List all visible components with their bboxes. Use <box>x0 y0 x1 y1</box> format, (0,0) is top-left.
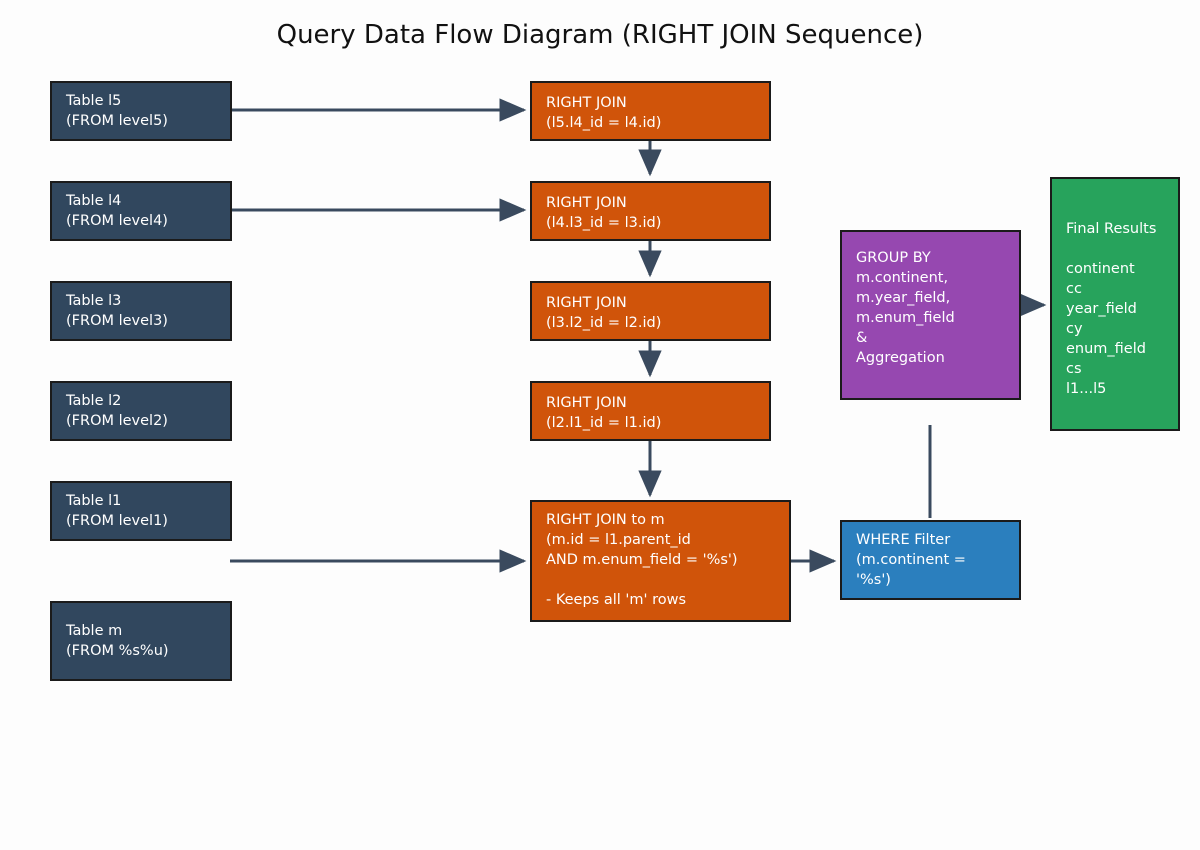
node-group-by[interactable]: GROUP BY m.continent, m.year_field, m.en… <box>840 230 1021 400</box>
node-final-results[interactable]: Final Results continent cc year_field cy… <box>1050 177 1180 431</box>
node-table-m[interactable]: Table m (FROM %s%u) <box>50 601 232 681</box>
node-table-l3[interactable]: Table l3 (FROM level3) <box>50 281 232 341</box>
node-join-l3-l2[interactable]: RIGHT JOIN (l3.l2_id = l2.id) <box>530 281 771 341</box>
node-table-l5[interactable]: Table l5 (FROM level5) <box>50 81 232 141</box>
node-join-l4-l3[interactable]: RIGHT JOIN (l4.l3_id = l3.id) <box>530 181 771 241</box>
node-table-l1[interactable]: Table l1 (FROM level1) <box>50 481 232 541</box>
node-where-filter[interactable]: WHERE Filter (m.continent = '%s') <box>840 520 1021 600</box>
node-table-l2[interactable]: Table l2 (FROM level2) <box>50 381 232 441</box>
node-join-l5-l4[interactable]: RIGHT JOIN (l5.l4_id = l4.id) <box>530 81 771 141</box>
page-title: Query Data Flow Diagram (RIGHT JOIN Sequ… <box>276 20 924 50</box>
node-join-l2-l1[interactable]: RIGHT JOIN (l2.l1_id = l1.id) <box>530 381 771 441</box>
node-join-to-m[interactable]: RIGHT JOIN to m (m.id = l1.parent_id AND… <box>530 500 791 622</box>
node-table-l4[interactable]: Table l4 (FROM level4) <box>50 181 232 241</box>
